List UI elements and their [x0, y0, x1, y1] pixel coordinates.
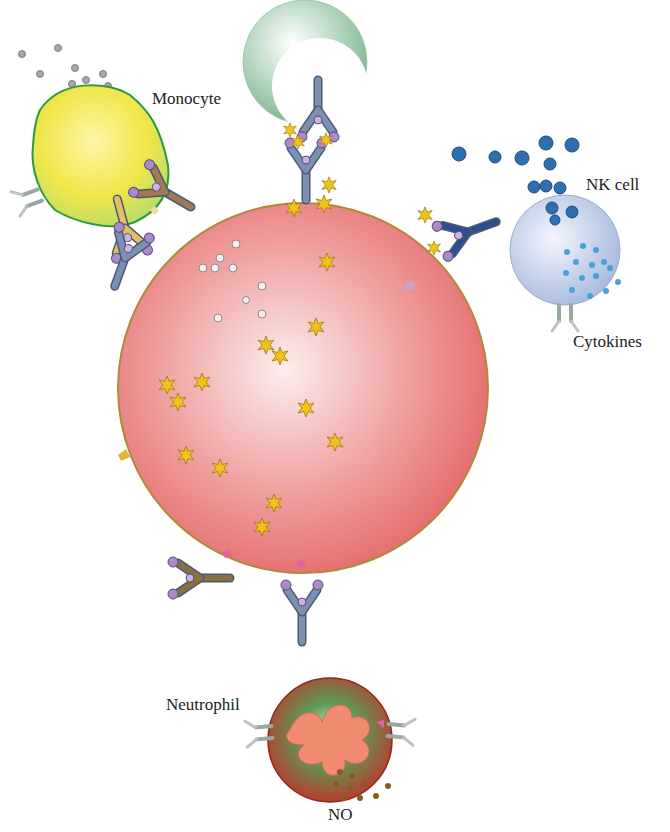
cell-label: Monocyte: [152, 90, 221, 109]
cell-label: NO: [328, 806, 353, 825]
cell-label: NK cell: [586, 176, 639, 195]
cell-label: Cytokines: [573, 333, 642, 352]
cell-label: Neutrophil: [166, 696, 240, 715]
